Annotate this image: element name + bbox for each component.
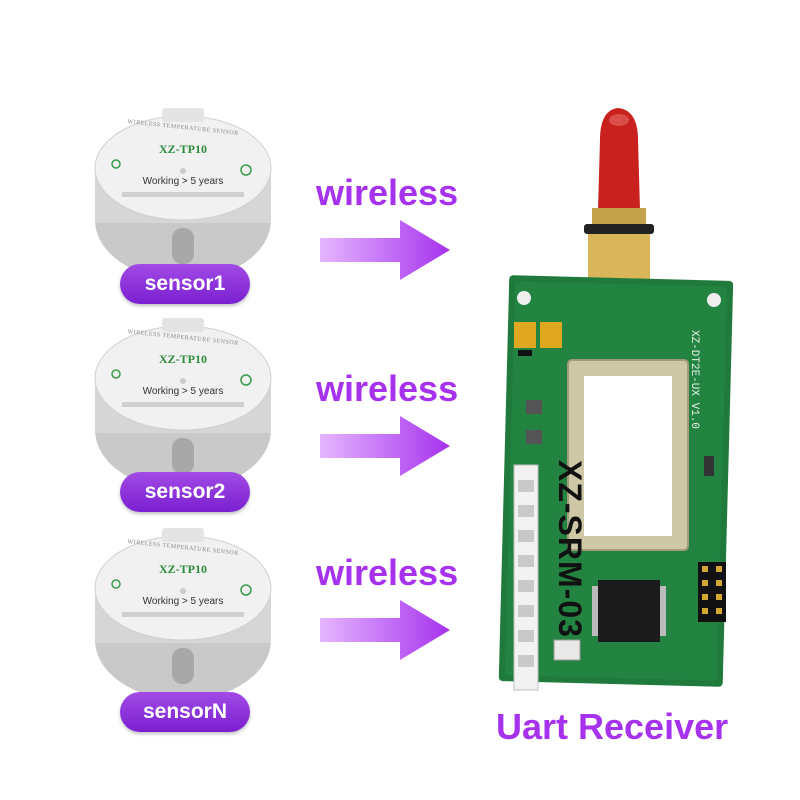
sensor-model: XZ-TP10 <box>159 352 207 366</box>
right-arrow-icon <box>320 416 450 476</box>
module-model-label: XZ-SRM-03 <box>552 460 588 638</box>
uart-receiver-module: XZ-SRM-03 XZ-DT2E-UX V1.0 <box>488 100 738 700</box>
sensor-badge: sensorN <box>120 692 250 732</box>
right-arrow-icon <box>320 600 450 660</box>
sensor-2: WIRELESS TEMPERATURE SENSOR XZ-TP10 Work… <box>92 318 274 512</box>
wireless-link-3: wireless <box>300 552 490 662</box>
sensor-model: XZ-TP10 <box>159 562 207 576</box>
wireless-label: wireless <box>316 552 459 593</box>
wireless-link-1: wireless <box>300 172 490 282</box>
sensor-lifetime: Working > 5 years <box>142 596 224 607</box>
sensor-badge: sensor1 <box>120 264 250 304</box>
sensor-body-icon <box>94 318 272 490</box>
wireless-link-2: wireless <box>300 368 490 478</box>
pcb-module-icon <box>498 108 734 691</box>
sensor-model: XZ-TP10 <box>159 142 207 156</box>
sensor-lifetime: Working > 5 years <box>142 386 224 397</box>
right-arrow-icon <box>320 220 450 280</box>
sensor-badge: sensor2 <box>120 472 250 512</box>
sensor-body-icon <box>94 108 272 280</box>
sensor-body-icon <box>94 528 272 700</box>
sensor-lifetime: Working > 5 years <box>142 176 224 187</box>
wireless-label: wireless <box>316 368 459 409</box>
sensor-n: WIRELESS TEMPERATURE SENSOR XZ-TP10 Work… <box>92 528 274 732</box>
board-marking: XZ-DT2E-UX V1.0 <box>688 330 700 430</box>
sensor-1: WIRELESS TEMPERATURE SENSOR XZ-TP10 Work… <box>92 108 274 304</box>
receiver-caption: Uart Receiver <box>496 706 729 747</box>
wireless-label: wireless <box>316 172 459 213</box>
